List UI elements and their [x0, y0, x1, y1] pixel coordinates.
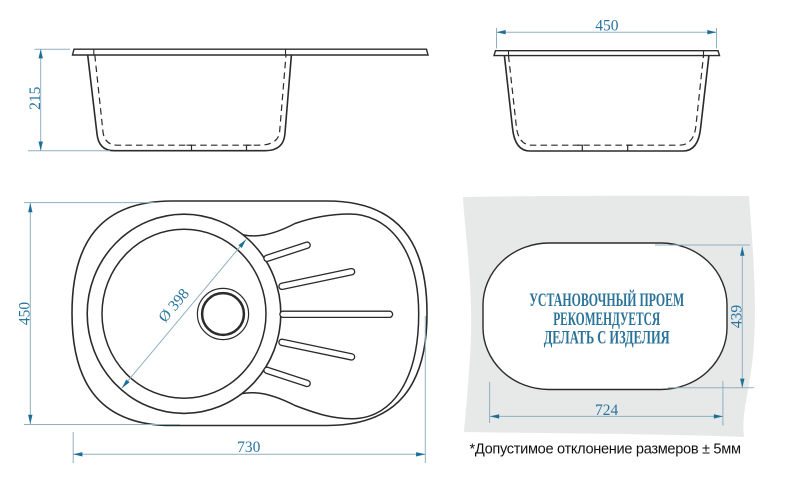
- svg-text:*Допустимое отклонение размеро: *Допустимое отклонение размеров ± 5мм: [470, 441, 742, 457]
- svg-text:РЕКОМЕНДУЕТСЯ: РЕКОМЕНДУЕТСЯ: [553, 309, 660, 330]
- svg-text:450: 450: [17, 302, 34, 326]
- svg-text:730: 730: [237, 439, 261, 456]
- svg-text:439: 439: [728, 305, 745, 329]
- svg-text:УСТАНОВОЧНЫЙ ПРОЕМ: УСТАНОВОЧНЫЙ ПРОЕМ: [529, 289, 684, 311]
- svg-text:450: 450: [595, 18, 619, 35]
- svg-text:215: 215: [27, 86, 44, 110]
- svg-text:ДЕЛАТЬ С ИЗДЕЛИЯ: ДЕЛАТЬ С ИЗДЕЛИЯ: [544, 328, 670, 349]
- svg-text:724: 724: [595, 402, 619, 419]
